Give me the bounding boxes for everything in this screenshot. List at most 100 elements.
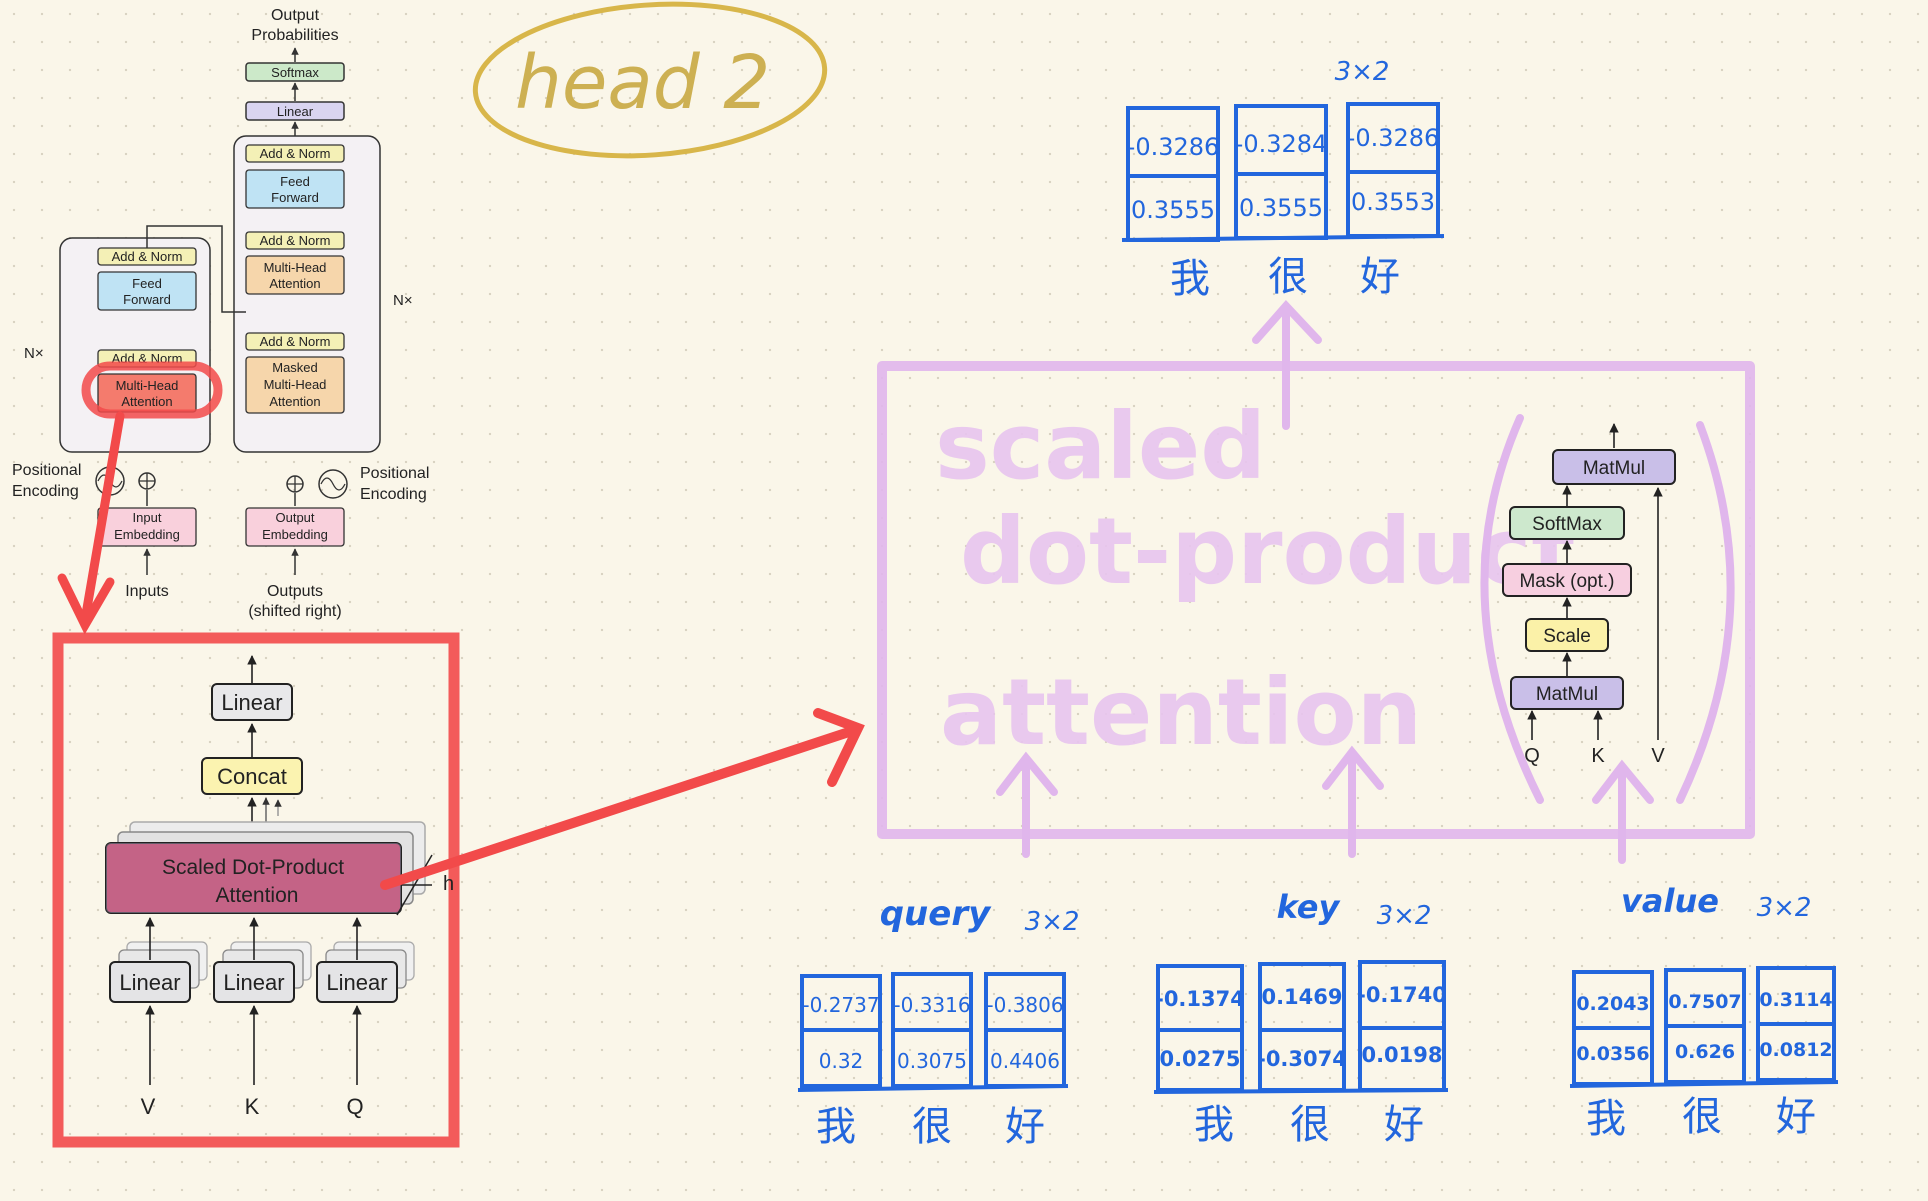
query-dims: 3×2 <box>1025 907 1080 937</box>
output-prob-label-1: Output <box>271 7 320 24</box>
dec-mha-1: Multi-Head <box>264 260 327 275</box>
mha-linear-top <box>211 683 293 721</box>
key-r0-c1: 0.1469 <box>1261 985 1342 1009</box>
query-label: query <box>880 894 992 934</box>
dec-mmha-2: Multi-Head <box>264 377 327 392</box>
sdpa-scale-label: Scale <box>1543 626 1591 647</box>
sdpa-mask <box>1502 563 1632 597</box>
multi-head-attention-diagram: Linear Concat Scaled Dot-Product Attenti… <box>52 632 460 1148</box>
sdpa-input-v: V <box>1651 745 1665 767</box>
softmax-label: Softmax <box>271 65 319 80</box>
mha-linear-k: Linear <box>213 941 312 1003</box>
key-token-2: 好 <box>1384 1102 1424 1148</box>
sdpa-mask-label: Mask (opt.) <box>1519 571 1614 592</box>
red-arrow-to-sdpa <box>380 708 865 890</box>
query-matrix <box>797 972 1069 1092</box>
dec-mmha-1: Masked <box>272 360 318 375</box>
output-r1-c1: 0.3555 <box>1239 194 1323 222</box>
sdpa-matmul-top-label: MatMul <box>1583 458 1645 479</box>
key-dims: 3×2 <box>1377 901 1432 931</box>
decoder-nx: N× <box>393 292 413 309</box>
enc-ff-2: Forward <box>123 292 171 307</box>
key-label: key <box>1277 888 1341 926</box>
outputs-label-2: (shifted right) <box>248 603 341 620</box>
key-matrix <box>1153 960 1449 1094</box>
mha-sdpa-label-2: Attention <box>216 884 299 907</box>
query-r1-c1: 0.3075 <box>897 1049 967 1073</box>
input-emb-1: Input <box>133 510 162 525</box>
dec-ff-1: Feed <box>280 174 310 189</box>
output-emb-1: Output <box>275 510 314 525</box>
query-r1-c2: 0.4406 <box>990 1049 1060 1073</box>
enc-addnorm-1: Add & Norm <box>112 249 183 264</box>
value-token-2: 好 <box>1776 1094 1816 1140</box>
output-r0-c2: -0.3286 <box>1347 124 1440 152</box>
enc-pos-enc-2: Encoding <box>12 483 79 500</box>
red-highlight-annotation <box>57 361 223 635</box>
key-r1-c1: -0.3074 <box>1257 1047 1347 1071</box>
value-r0-c2: 0.3114 <box>1759 989 1832 1011</box>
key-r0-c2: -0.1740 <box>1357 983 1447 1007</box>
softmax-block <box>245 62 345 82</box>
sdpa-purple-box: scaled dot-product attention <box>877 300 1755 864</box>
dec-pos-enc-1: Positional <box>360 465 429 482</box>
value-token-1: 很 <box>1682 1094 1722 1140</box>
sdpa-hand-scaled: scaled <box>935 393 1266 500</box>
query-token-0: 我 <box>816 1104 856 1150</box>
mha-concat <box>201 757 303 795</box>
output-emb-2: Embedding <box>262 527 328 542</box>
value-r0-c0: 0.2043 <box>1576 993 1649 1015</box>
dec-addnorm-3: Add & Norm <box>260 334 331 349</box>
mha-linear-v: Linear <box>109 941 208 1003</box>
sdpa-softmax <box>1509 506 1625 540</box>
output-r0-c1: -0.3284 <box>1235 130 1328 158</box>
key-r1-c0: 0.0275 <box>1159 1047 1240 1071</box>
mha-linear-q-label: Linear <box>326 970 387 995</box>
query-r0-c0: -0.2737 <box>802 993 879 1017</box>
mha-linear-k-label: Linear <box>223 970 284 995</box>
key-r0-c0: -0.1374 <box>1155 987 1245 1011</box>
key-token-0: 我 <box>1194 1102 1234 1148</box>
key-token-1: 很 <box>1290 1102 1330 1148</box>
mha-linear-v-label: Linear <box>119 970 180 995</box>
sdpa-softmax-label: SoftMax <box>1532 514 1602 535</box>
linear-label: Linear <box>277 104 314 119</box>
mha-input-k: K <box>245 1094 260 1119</box>
dec-ff-2: Forward <box>271 190 319 205</box>
outputs-label-1: Outputs <box>267 583 323 600</box>
dec-pos-enc-2: Encoding <box>360 486 427 503</box>
output-token-1: 很 <box>1268 254 1308 300</box>
linear-block <box>245 101 345 121</box>
head-note-text: head 2 <box>515 40 770 126</box>
sdpa-input-k: K <box>1591 745 1605 767</box>
query-token-2: 好 <box>1005 1104 1045 1150</box>
sdpa-hand-attention: attention <box>940 659 1422 766</box>
output-r0-c0: -0.3286 <box>1127 133 1220 161</box>
value-r0-c1: 0.7507 <box>1668 991 1741 1013</box>
output-dims: 3×2 <box>1335 57 1390 87</box>
mha-linear-q: Linear <box>316 941 415 1003</box>
output-r1-c2: 0.3553 <box>1351 188 1435 216</box>
input-emb-2: Embedding <box>114 527 180 542</box>
sdpa-matmul-bottom <box>1510 676 1624 710</box>
output-matrix <box>1121 102 1445 242</box>
sdpa-scale <box>1525 618 1609 652</box>
value-r1-c2: 0.0812 <box>1759 1039 1832 1061</box>
query-r0-c2: -0.3806 <box>986 993 1063 1017</box>
sdpa-input-q: Q <box>1524 745 1540 767</box>
value-matrix <box>1569 966 1839 1088</box>
head-note: head 2 <box>472 1 828 159</box>
mha-red-frame <box>52 632 460 1148</box>
enc-mha-2: Attention <box>121 394 172 409</box>
value-dims: 3×2 <box>1757 893 1812 923</box>
dec-mha-2: Attention <box>269 276 320 291</box>
value-token-0: 我 <box>1586 1096 1626 1142</box>
transformer-diagram: Output Probabilities Softmax Linear Add … <box>12 7 429 620</box>
mha-linear-top-label: Linear <box>221 690 282 715</box>
encoder-stack <box>59 237 211 453</box>
enc-ff-1: Feed <box>132 276 162 291</box>
inputs-label: Inputs <box>125 583 169 600</box>
output-prob-label-2: Probabilities <box>251 27 338 44</box>
mha-input-q: Q <box>346 1094 363 1119</box>
